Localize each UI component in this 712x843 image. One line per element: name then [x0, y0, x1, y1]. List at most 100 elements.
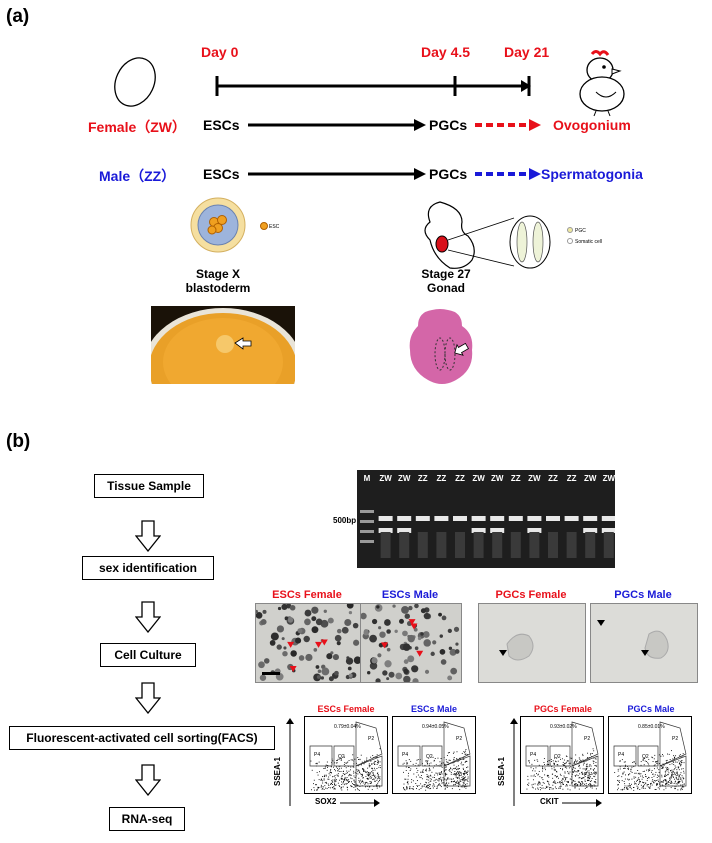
y-axis-arrow-right [510, 718, 518, 806]
y-axis-label-right: SSEA-1 [497, 757, 506, 786]
female-zw-label: Female（ZW） [88, 119, 187, 135]
svg-text:P2: P2 [456, 736, 462, 742]
gel-band [527, 528, 542, 533]
down-arrow-icon [135, 601, 161, 633]
gel-smear [436, 532, 447, 558]
gel-band [583, 528, 598, 533]
facs-title-pgcs-female: PGCs Female [533, 704, 593, 714]
gel-band [453, 516, 467, 521]
micro-title-pgcs-male: PGCs Male [614, 589, 672, 601]
gel-smear [455, 532, 465, 558]
gel-lane-label: ZW [379, 474, 392, 483]
svg-text:0.79±0.04%: 0.79±0.04% [334, 724, 361, 730]
gel-band [508, 516, 523, 521]
male-dashed-arrow [475, 168, 541, 180]
egg-blastoderm-photo [151, 306, 295, 384]
day-21-label: Day 21 [504, 44, 550, 60]
gel-lane-label: ZW [602, 474, 616, 483]
male-pgcs-label: PGCs [429, 166, 468, 182]
step-cell-culture: Cell Culture [100, 643, 196, 667]
gel-lane-label: ZW [583, 474, 597, 483]
gel-smear [473, 532, 484, 558]
blastoderm-illustration [190, 197, 268, 253]
gel-band [490, 516, 505, 521]
svg-text:Q2: Q2 [338, 754, 345, 760]
svg-text:Q2: Q2 [554, 754, 561, 760]
svg-text:P2: P2 [672, 736, 678, 742]
svg-text:P3: P3 [672, 772, 678, 778]
gel-smear [585, 532, 596, 558]
somatic-legend-label: Somatic cell [575, 239, 602, 245]
svg-text:P4: P4 [618, 752, 624, 758]
down-arrow-icon [135, 682, 161, 714]
day-0-label: Day 0 [201, 44, 239, 60]
gel-band [583, 516, 598, 521]
female-dashed-arrow [475, 119, 541, 131]
svg-text:P4: P4 [402, 752, 408, 758]
gel-band [490, 528, 505, 533]
gel-lane-label: ZZ [417, 474, 428, 483]
svg-text:P4: P4 [530, 752, 536, 758]
svg-text:P3: P3 [456, 772, 462, 778]
step-facs: Fluorescent-activated cell sorting(FACS) [9, 726, 275, 750]
gel-lane-label: ZZ [436, 474, 447, 483]
gel-band [360, 530, 374, 533]
svg-text:Q2: Q2 [426, 754, 433, 760]
gel-band [378, 516, 393, 521]
gel-lane-label: ZW [472, 474, 485, 483]
spermatogonia-label: Spermatogonia [541, 166, 643, 182]
gel-lane-label: ZZ [566, 474, 577, 483]
gel-smear [529, 532, 540, 558]
micro-title-escs-female: ESCs Female [272, 589, 342, 601]
step-rna-seq: RNA-seq [109, 807, 185, 831]
svg-text:P3: P3 [584, 772, 590, 778]
gel-lane-label: ZZ [510, 474, 521, 483]
x-axis-arrow-right [562, 799, 602, 807]
gel-band [397, 516, 412, 521]
gonad-label: Gonad [427, 281, 465, 295]
svg-text:P4: P4 [314, 752, 320, 758]
svg-text:0.85±0.01%: 0.85±0.01% [638, 724, 665, 730]
x-axis-arrow-left [340, 799, 380, 807]
gel-smear [548, 532, 558, 558]
male-escs-label: ESCs [203, 166, 240, 182]
gel-smear [399, 532, 410, 558]
day-4-5-label: Day 4.5 [421, 44, 471, 60]
esc-legend-label: ESC [269, 224, 280, 230]
svg-text:0.94±0.05%: 0.94±0.05% [422, 724, 449, 730]
down-arrow-icon [135, 764, 161, 796]
stage-x-label: Stage X [195, 267, 240, 281]
y-axis-arrow-left [286, 718, 294, 806]
y-axis-label-left: SSEA-1 [273, 757, 282, 786]
gel-band [360, 510, 374, 513]
svg-text:Q2: Q2 [642, 754, 649, 760]
gel-electrophoresis-image [357, 470, 616, 568]
gel-smear [603, 532, 614, 558]
blastoderm-label: blastoderm [185, 281, 251, 295]
gel-lane-label: ZZ [548, 474, 558, 483]
gel-band [471, 528, 486, 533]
gel-band [546, 516, 560, 521]
micrograph-pgcs-male [590, 603, 698, 683]
gel-band [360, 520, 374, 523]
embryo-gonad-illustration [424, 201, 573, 269]
gel-band [397, 528, 412, 533]
gel-band [601, 516, 616, 521]
svg-text:P3: P3 [368, 772, 374, 778]
step-sex-identification: sex identification [82, 556, 214, 580]
chick-illustration [579, 50, 625, 117]
micrograph-escs-male [360, 603, 462, 683]
gel-band [360, 540, 374, 543]
gel-lane-label: ZW [397, 474, 411, 483]
female-pgcs-label: PGCs [429, 117, 468, 133]
step-tissue-sample: Tissue Sample [94, 474, 204, 498]
gel-band [471, 516, 486, 521]
gel-band [434, 516, 449, 521]
gel-smear [492, 532, 503, 558]
micrograph-pgcs-female [478, 603, 586, 683]
male-zz-label: Male（ZZ） [99, 168, 176, 184]
stage-27-label: Stage 27 [421, 267, 471, 281]
female-esc-to-pgc-arrow [248, 119, 426, 131]
